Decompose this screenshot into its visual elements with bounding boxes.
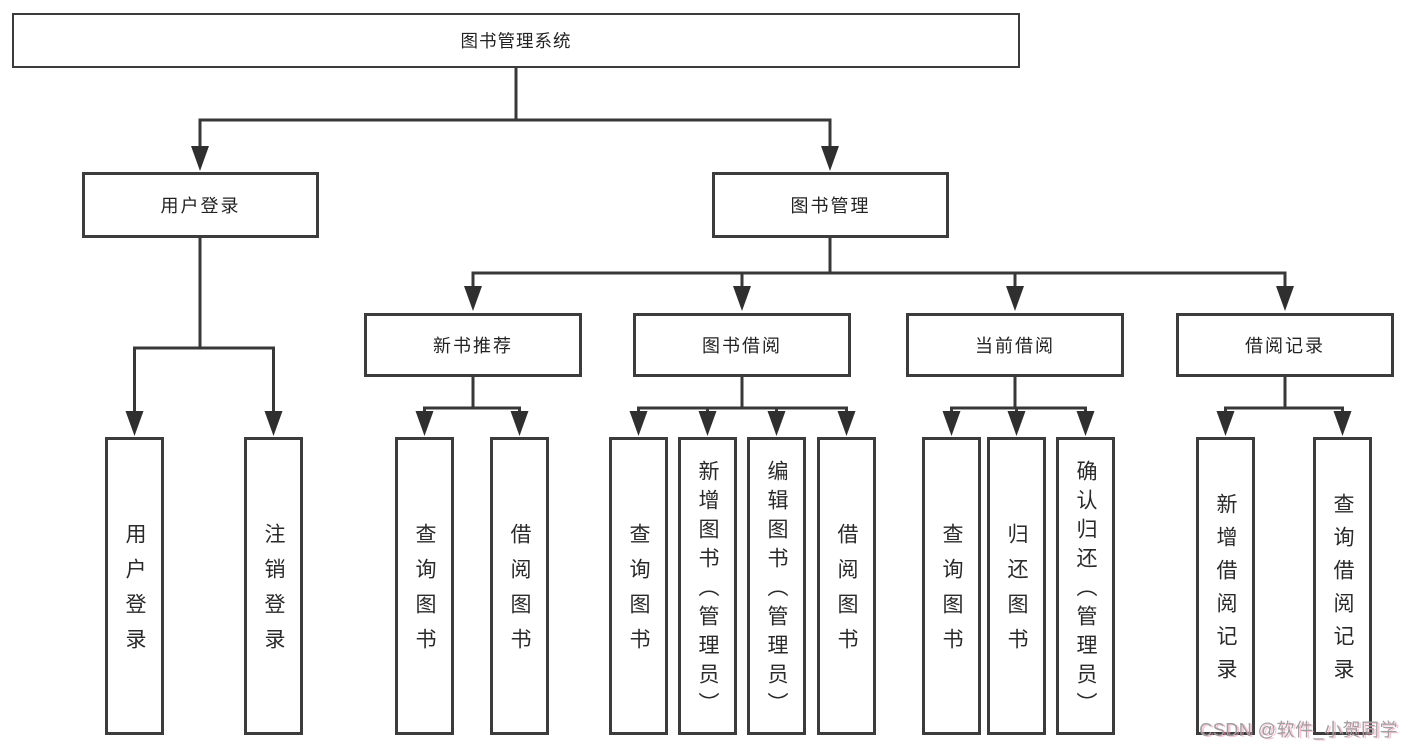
node-root-label: 图书管理系统 (460, 31, 572, 51)
leaf-borrow-books-borrowing: 借阅图书 (817, 437, 876, 735)
leaf-query-books-current-label: 查询图书 (940, 523, 963, 663)
leaf-borrow-books-recommend: 借阅图书 (490, 437, 549, 735)
connector-paths (133, 68, 1344, 414)
node-user-login-label: 用户登录 (160, 196, 241, 216)
csdn-watermark: CSDN @软件_小贺同学 (1199, 720, 1398, 740)
leaf-edit-book-admin: 编辑图书（管理员） (747, 437, 806, 735)
leaf-logout-label: 注销登录 (262, 523, 285, 663)
leaf-confirm-return-admin: 确认归还（管理员） (1056, 437, 1115, 735)
leaf-add-borrow-record-label: 新增借阅记录 (1214, 493, 1237, 691)
leaf-query-books-borrowing: 查询图书 (609, 437, 668, 735)
leaf-return-book: 归还图书 (987, 437, 1046, 735)
leaf-query-books-borrowing-label: 查询图书 (627, 523, 650, 663)
leaf-logout: 注销登录 (244, 437, 303, 735)
leaf-borrow-books-borrowing-label: 借阅图书 (835, 523, 858, 663)
leaf-query-borrow-record-label: 查询借阅记录 (1331, 493, 1354, 691)
node-book-borrowing: 图书借阅 (633, 313, 851, 377)
leaf-add-book-admin-label: 新增图书（管理员） (696, 459, 719, 721)
node-user-login: 用户登录 (82, 172, 319, 238)
leaf-user-login-label: 用户登录 (123, 523, 146, 663)
leaf-user-login: 用户登录 (105, 437, 164, 735)
leaf-edit-book-admin-label: 编辑图书（管理员） (765, 459, 788, 721)
leaf-query-books-recommend-label: 查询图书 (413, 523, 436, 663)
node-book-management-label: 图书管理 (790, 196, 871, 216)
node-current-borrowing: 当前借阅 (906, 313, 1124, 377)
node-book-management: 图书管理 (712, 172, 949, 238)
node-root: 图书管理系统 (12, 13, 1020, 68)
leaf-query-books-recommend: 查询图书 (395, 437, 454, 735)
leaf-add-borrow-record: 新增借阅记录 (1196, 437, 1255, 735)
leaf-add-book-admin: 新增图书（管理员） (678, 437, 737, 735)
node-borrowing-records: 借阅记录 (1176, 313, 1394, 377)
node-book-borrowing-label: 图书借阅 (702, 336, 782, 356)
node-current-borrowing-label: 当前借阅 (975, 336, 1055, 356)
node-new-book-recommend: 新书推荐 (364, 313, 582, 377)
leaf-borrow-books-recommend-label: 借阅图书 (508, 523, 531, 663)
leaf-query-borrow-record: 查询借阅记录 (1313, 437, 1372, 735)
node-new-book-recommend-label: 新书推荐 (433, 336, 513, 356)
leaf-return-book-label: 归还图书 (1005, 523, 1028, 663)
node-borrowing-records-label: 借阅记录 (1245, 336, 1325, 356)
arrowhead-icons (125, 146, 1352, 436)
leaf-query-books-current: 查询图书 (922, 437, 981, 735)
leaf-confirm-return-admin-label: 确认归还（管理员） (1074, 459, 1097, 721)
